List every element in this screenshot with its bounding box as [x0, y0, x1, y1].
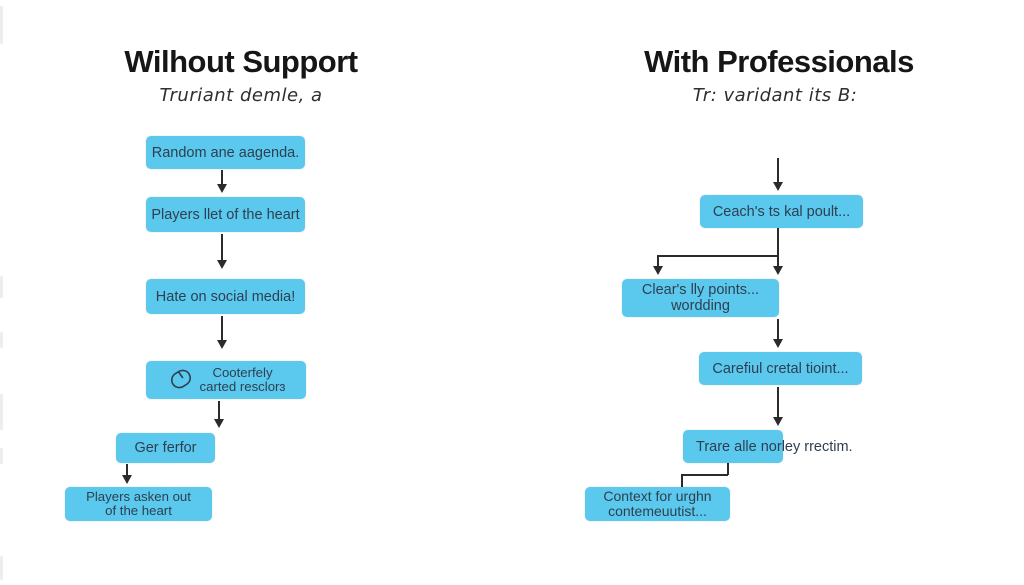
flow-node-hate-social: Hate on social media!: [146, 279, 305, 314]
connector-line: [221, 170, 223, 184]
node-label: Players llet of the heart: [151, 206, 300, 223]
edge-artifact: [0, 332, 3, 348]
connector-line: [126, 464, 128, 475]
connector-line: [657, 255, 659, 266]
node-label: Ger ferfor: [134, 440, 197, 456]
node-label: Context for urghn: [603, 487, 712, 504]
flow-node-context-for: Context for urghn contemeuutist...: [585, 487, 730, 521]
arrow-down-icon: [653, 266, 663, 275]
connector-line: [727, 463, 729, 475]
node-label: of the heart: [105, 503, 172, 518]
right-column-title: With Professionals: [644, 44, 914, 79]
left-column-title: Wilhout Support: [124, 44, 358, 79]
connector-line: [777, 228, 779, 266]
arrow-down-icon: [773, 339, 783, 348]
flow-node-random-agenda: Random ane aagenda.: [146, 136, 305, 169]
node-label: Clear's lly points...: [641, 282, 760, 298]
node-label-group: Cooterfely carted resclorɜ: [199, 364, 286, 395]
flow-node-trare-alle: Trare alle norley rrectim.: [683, 430, 853, 463]
node-label: wordding: [671, 298, 730, 314]
arrow-down-icon: [217, 260, 227, 269]
node-label: Random ane aagenda.: [151, 144, 300, 161]
flow-node-players-llet: Players llet of the heart: [146, 197, 305, 232]
node-label: Carefiul cretal tioint...: [712, 360, 849, 377]
edge-artifact: [0, 448, 3, 464]
node-label: Trare alle norley rrectim.: [696, 438, 853, 455]
connector-line: [681, 474, 728, 476]
node-label: Hate on social media!: [155, 288, 296, 305]
node-label: Players asken out: [86, 488, 191, 504]
right-column-subtitle: Tr: varidant its B:: [692, 85, 858, 106]
arrow-down-icon: [122, 475, 132, 484]
flow-node-clears-points: Clear's lly points... wordding: [622, 279, 779, 317]
arrow-down-icon: [773, 182, 783, 191]
arrow-down-icon: [217, 340, 227, 349]
node-label: carted resclorɜ: [199, 379, 286, 394]
crossed-oval-doodle-icon: [167, 366, 195, 395]
connector-line: [777, 319, 779, 339]
flow-node-players-asken-out: Players asken out of the heart: [65, 487, 212, 521]
connector-line: [221, 234, 223, 260]
flow-node-cooterfely: Cooterfely carted resclorɜ: [146, 361, 306, 399]
edge-artifact: [0, 276, 3, 298]
connector-line: [221, 316, 223, 340]
node-label: Ceach's ts kal poult...: [712, 203, 851, 220]
node-label: Cooterfely: [212, 364, 273, 380]
flow-node-carefiul: Carefiul cretal tioint...: [699, 352, 862, 385]
node-label: contemeuutist...: [608, 503, 707, 519]
edge-artifact: [0, 556, 3, 580]
arrow-down-icon: [217, 184, 227, 193]
left-column-subtitle: Truriant demle, a: [159, 85, 323, 106]
arrow-down-icon: [773, 417, 783, 426]
flow-node-ger-ferfor: Ger ferfor: [116, 433, 215, 463]
edge-artifact: [0, 394, 3, 430]
arrow-down-icon: [773, 266, 783, 275]
connector-line: [777, 387, 779, 417]
flow-node-ceachs: Ceach's ts kal poult...: [700, 195, 863, 228]
arrow-down-icon: [214, 419, 224, 428]
connector-line: [218, 401, 220, 419]
edge-artifact: [0, 6, 3, 44]
connector-line: [777, 158, 779, 182]
connector-line: [681, 474, 683, 487]
connector-line: [657, 255, 778, 257]
